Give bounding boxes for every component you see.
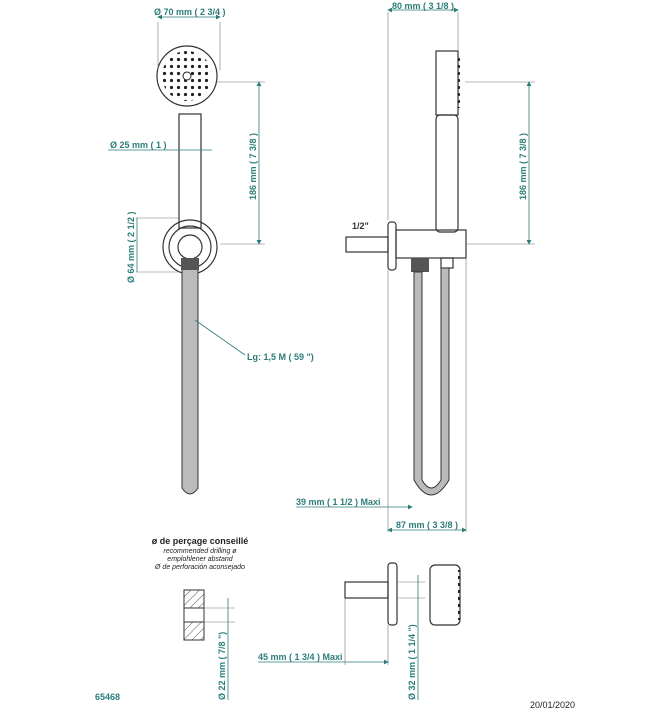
drilling-detail: ø de perçage conseillé recommended drill… bbox=[152, 536, 249, 700]
height-left-label: 186 mm ( 7 3/8 ) bbox=[248, 133, 258, 200]
bracket-body bbox=[395, 229, 467, 259]
flange-height-label: Ø 32 mm ( 1 1/4 ") bbox=[407, 624, 417, 700]
front-view: Ø 70 mm ( 2 3/4 ) Ø 25 mm ( 1 ) 186 mm (… bbox=[108, 7, 314, 495]
date: 20/01/2020 bbox=[530, 700, 575, 710]
drilling-note-fr: ø de perçage conseillé bbox=[152, 536, 249, 546]
drill-diameter-label: Ø 22 mm ( 7/8 ") bbox=[217, 632, 227, 700]
head-diameter-label: Ø 70 mm ( 2 3/4 ) bbox=[154, 7, 226, 17]
reference-number: 65468 bbox=[95, 692, 120, 702]
height-right-label: 186 mm ( 7 3/8 ) bbox=[518, 133, 528, 200]
hose bbox=[181, 270, 199, 495]
handle-diameter-label: Ø 25 mm ( 1 ) bbox=[110, 140, 167, 150]
side-view: 1/2" 80 mm ( 3 1/8 ) 186 mm ( 7 3/8 ) 39… bbox=[296, 1, 535, 533]
drilling-note-es: Ø de perforación aconsejado bbox=[154, 564, 245, 571]
drilling-note-en: recommended drilling ø bbox=[163, 548, 237, 555]
depth-label: 80 mm ( 3 1/8 ) bbox=[392, 1, 454, 11]
wall-flange bbox=[387, 221, 397, 271]
hose-length-label: Lg: 1,5 M ( 59 ") bbox=[247, 352, 314, 362]
projection-label: 87 mm ( 3 3/8 ) bbox=[396, 520, 458, 530]
inlet-pipe bbox=[345, 236, 389, 253]
hose-offset-label: 39 mm ( 1 1/2 ) Maxi bbox=[296, 497, 381, 507]
head-side bbox=[435, 50, 459, 116]
handle bbox=[178, 113, 202, 229]
drilling-note-de: emplohlener abstand bbox=[167, 556, 233, 563]
handle-side bbox=[435, 114, 459, 233]
installed-view: 45 mm ( 1 3/4 ) Maxi Ø 32 mm ( 1 1/4 ") bbox=[258, 562, 464, 700]
shower-head bbox=[156, 45, 218, 107]
thread-label: 1/2" bbox=[352, 221, 369, 231]
hose-u bbox=[413, 267, 450, 496]
bracket-diameter-label: Ø 64 mm ( 2 1/2 ) bbox=[126, 211, 136, 283]
pipe-length-label: 45 mm ( 1 3/4 ) Maxi bbox=[258, 652, 343, 662]
